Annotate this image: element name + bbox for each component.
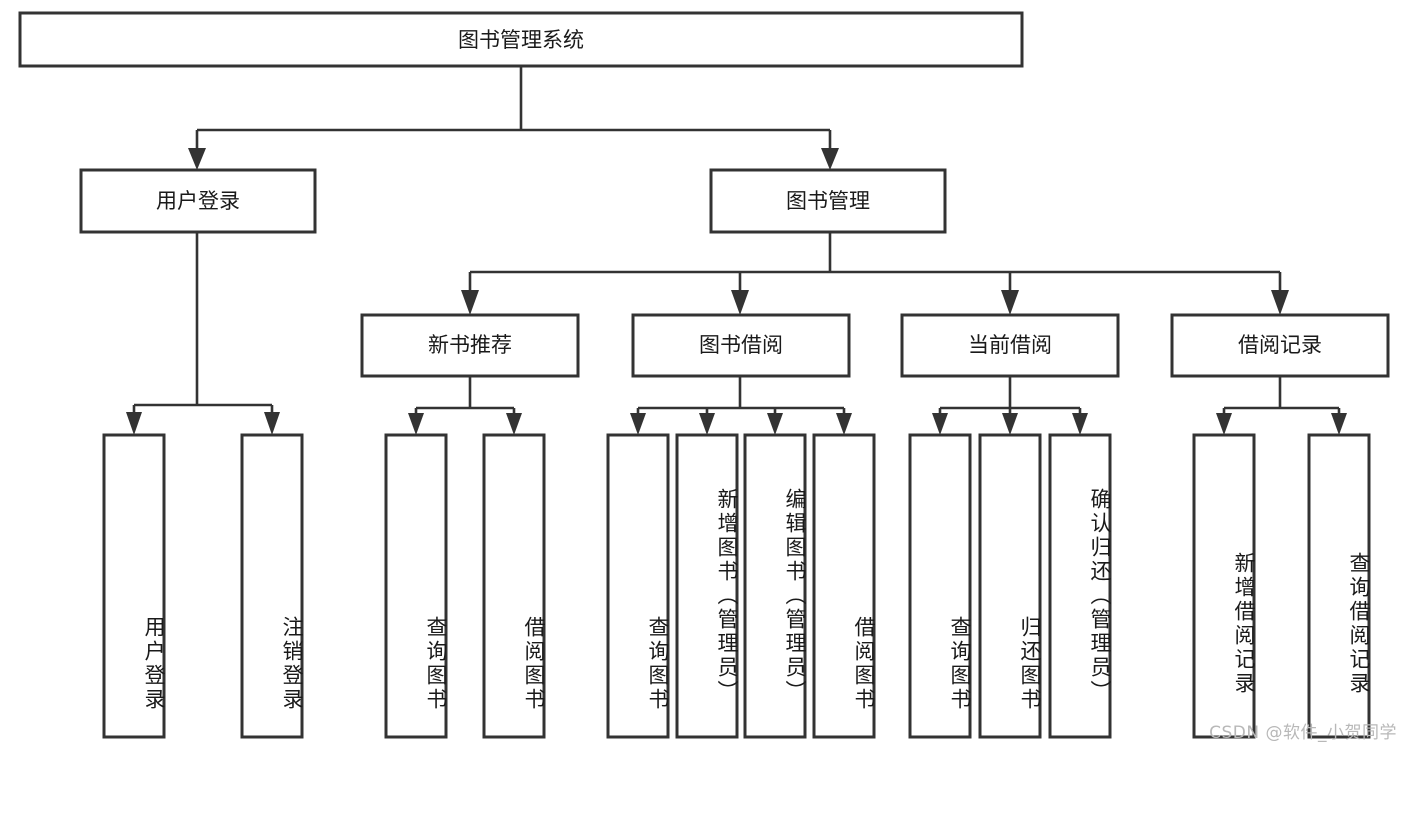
arrowhead-leaf-confirm-return [1072,413,1088,435]
arrowhead-borrow-record [1271,290,1289,315]
arrowhead-bookmanage [821,148,839,170]
node-root-label: 图书管理系统 [458,28,584,52]
node-current-borrow-box[interactable] [900,313,1120,378]
arrowhead-leaf-borrow-book-2 [836,413,852,435]
node-book-manage-label: 图书管理 [786,189,870,213]
arrowhead-book-borrow [731,290,749,315]
node-leaf-return-book-box[interactable] [978,433,1042,739]
node-leaf-add-book-box[interactable] [675,433,739,739]
node-book-borrow[interactable]: 图书借阅 [631,313,851,378]
node-leaf-query-book-2-box[interactable] [606,433,670,739]
node-leaf-query-book-3-box[interactable] [908,433,972,739]
arrowhead-leaf-add-record [1216,413,1232,435]
node-leaf-borrow-book-1-box[interactable] [482,433,546,739]
node-leaf-query-book-1-box[interactable] [384,433,448,739]
node-book-borrow-label: 图书借阅 [699,333,783,357]
arrowhead-leaf-query-record [1331,413,1347,435]
node-current-borrow[interactable]: 当前借阅 [900,313,1120,378]
leaf-boxes [102,433,1371,739]
node-new-book-rec[interactable]: 新书推荐 [360,313,580,378]
arrowhead-leaf-logout [264,412,280,435]
node-leaf-query-record-box[interactable] [1307,433,1371,739]
node-root[interactable]: 图书管理系统 [18,11,1024,68]
node-current-borrow-label: 当前借阅 [968,333,1052,357]
functional-structure-diagram: 图书管理系统 用户登录 图书管理 新书推荐 图书借阅 当前借阅 借阅记录 [18,11,1397,743]
diagram-canvas: 图书管理系统 用户登录 图书管理 新书推荐 图书借阅 当前借阅 借阅记录 [18,11,1390,739]
arrowhead-leaf-borrow-book-1 [506,413,522,435]
node-borrow-record-box[interactable] [1170,313,1390,378]
arrowhead-userlogin [188,148,206,170]
csdn-watermark: CSDN @软件_小贺同学 [1209,723,1397,743]
node-root-box[interactable] [18,11,1024,68]
arrowhead-leaf-query-book-3 [932,413,948,435]
node-user-login-box[interactable] [79,168,317,234]
node-leaf-confirm-return-box[interactable] [1048,433,1112,739]
node-leaf-borrow-book-2-box[interactable] [812,433,876,739]
node-user-login-label: 用户登录 [156,189,240,213]
arrowhead-leaf-return-book [1002,413,1018,435]
node-new-book-rec-box[interactable] [360,313,580,378]
arrowhead-new-book-rec [461,290,479,315]
arrowhead-leaf-user-login [126,412,142,435]
arrowhead-leaf-query-book-2 [630,413,646,435]
arrowhead-current-borrow [1001,290,1019,315]
node-borrow-record[interactable]: 借阅记录 [1170,313,1390,378]
node-book-manage-box[interactable] [709,168,947,234]
node-borrow-record-label: 借阅记录 [1238,333,1322,357]
node-leaf-user-login-box[interactable] [102,433,166,739]
arrowhead-leaf-edit-book [767,413,783,435]
node-new-book-rec-label: 新书推荐 [428,333,512,357]
arrowhead-leaf-add-book [699,413,715,435]
node-leaf-logout-box[interactable] [240,433,304,739]
node-leaf-edit-book-box[interactable] [743,433,807,739]
node-user-login[interactable]: 用户登录 [79,168,317,234]
connector-layer [126,66,1347,435]
arrowhead-leaf-query-book-1 [408,413,424,435]
node-leaf-add-record-box[interactable] [1192,433,1256,739]
node-book-borrow-box[interactable] [631,313,851,378]
node-book-manage[interactable]: 图书管理 [709,168,947,234]
